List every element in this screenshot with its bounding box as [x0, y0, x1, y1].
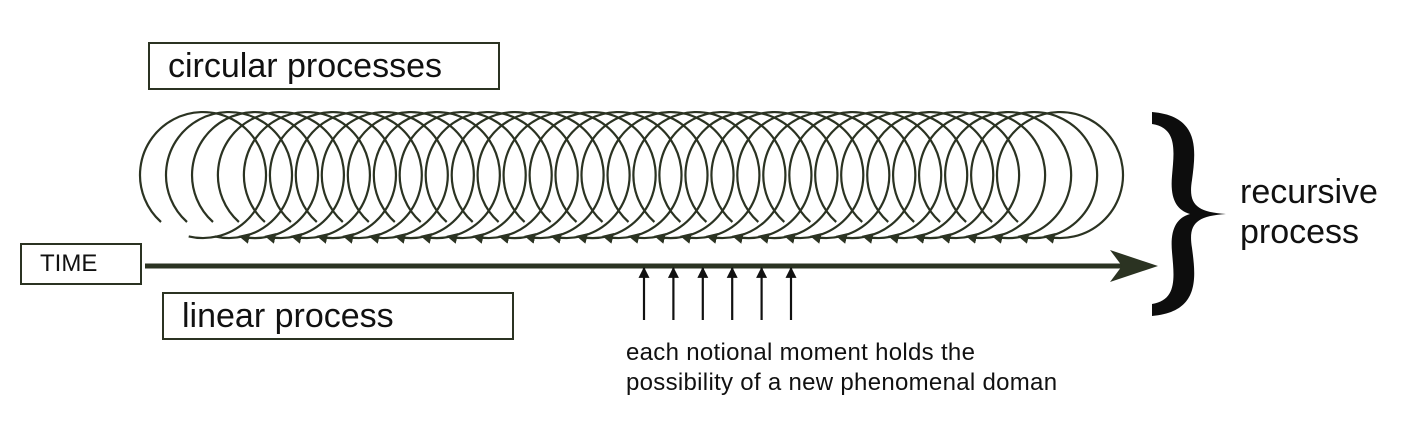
caption-line-1: each notional moment holds the — [626, 339, 976, 366]
time-axis — [145, 250, 1158, 282]
loop-circle — [580, 110, 709, 244]
loop-circle — [710, 111, 839, 244]
circular-processes-label: circular processes — [148, 42, 500, 90]
loop-circle — [684, 111, 813, 244]
loop-circle — [632, 110, 761, 244]
loop-circle — [346, 111, 475, 244]
loop-circle — [476, 110, 605, 244]
loop-circle — [294, 110, 423, 244]
time-label: TIME — [20, 243, 142, 285]
caption-line-2: possibility of a new phenomenal doman — [626, 369, 1058, 396]
loop-circle — [190, 111, 320, 244]
circular-process-loops — [138, 110, 1125, 244]
loop-circle — [658, 110, 787, 244]
loop-circle — [788, 111, 917, 244]
circular-processes-text: circular processes — [168, 46, 442, 85]
loop-circle — [502, 110, 631, 244]
moment-caption: each notional moment holds the possibili… — [626, 338, 1186, 398]
loop-circle — [736, 110, 865, 244]
loop-circle — [814, 110, 943, 244]
moment-arrows — [638, 266, 797, 320]
loop-circle — [398, 110, 527, 244]
linear-process-label: linear process — [162, 292, 514, 340]
loop-circle — [450, 111, 579, 244]
loop-circle — [762, 110, 891, 244]
loop-circle — [320, 110, 449, 244]
time-axis-arrowhead — [1110, 250, 1158, 282]
loop-circle — [216, 110, 345, 244]
recursive-line-2: process — [1240, 213, 1360, 251]
loop-circle — [554, 110, 683, 244]
loop-circle — [970, 111, 1099, 244]
loop-circle — [528, 111, 657, 244]
loop-circle — [892, 110, 1021, 244]
loop-circle — [944, 111, 1073, 244]
time-text: TIME — [40, 250, 98, 277]
linear-process-text: linear process — [182, 296, 394, 335]
loop-circle — [995, 110, 1125, 244]
loop-circle — [164, 110, 294, 240]
loop-circle — [840, 110, 969, 244]
loop-circle — [918, 110, 1047, 244]
loop-circle — [866, 111, 995, 244]
loop-circle — [138, 110, 268, 240]
loop-circle — [606, 111, 735, 244]
recursive-process-label: recursive process — [1240, 172, 1410, 252]
curly-brace-icon — [1152, 112, 1226, 316]
recursive-line-1: recursive — [1240, 173, 1378, 211]
loop-circle — [424, 110, 553, 244]
loop-circle — [268, 111, 397, 244]
loop-circle — [372, 111, 501, 244]
loop-circle — [242, 110, 371, 244]
